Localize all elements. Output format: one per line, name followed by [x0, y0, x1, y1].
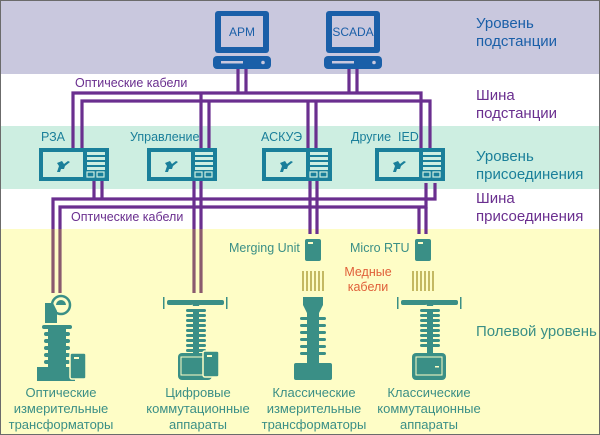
metering-ied-downlink [308, 181, 319, 234]
copper-label-line: кабели [347, 280, 389, 294]
ied-label-protection: РЗА [41, 130, 65, 144]
level-label-line: Шина [476, 87, 515, 104]
workstation-label: APM [228, 25, 255, 39]
caption-line: Классические [272, 385, 356, 400]
protection-ied-downlink [92, 181, 104, 199]
micro-rtu-label: Micro RTU [350, 241, 410, 255]
station-level-band [1, 1, 599, 74]
caption-line: аппараты [399, 417, 458, 432]
level-label-line: подстанции [476, 105, 558, 122]
level-label-line: присоединения [476, 208, 584, 225]
caption-line: аппараты [168, 417, 227, 432]
classic-transformer-icon [294, 297, 332, 380]
field-fibers [51, 229, 203, 293]
level-label-bay: Уровень присоединения [476, 148, 583, 184]
level-label-line: Шина [476, 190, 515, 207]
micro-rtu-icon [415, 239, 431, 261]
caption-classic-transformers: Классические измерительные трансформатор… [244, 385, 384, 433]
insulator-sheds [42, 325, 72, 371]
ied-icon [146, 147, 218, 182]
station-bus-cable-label: Оптические кабели [75, 76, 188, 90]
merging-unit-label: Merging Unit [229, 241, 300, 255]
other-ied-downlink [417, 207, 428, 234]
control-ied-uplink [199, 93, 211, 151]
monitor-icon [213, 11, 271, 69]
process-bus-cable-label: Оптические кабели [71, 210, 184, 224]
caption-line: коммутационные [146, 401, 250, 416]
merging-unit-icon [305, 239, 321, 261]
level-label-field: Полевой уровень [476, 323, 597, 340]
caption-line: Цифровые [165, 385, 231, 400]
scada-uplink [347, 66, 359, 93]
level-label-line: подстанции [476, 33, 558, 50]
station-bus-cables [71, 66, 432, 151]
ied-icon [38, 147, 110, 182]
optical-transformer-icon [37, 294, 87, 381]
level-label-line: Уровень [476, 15, 534, 32]
level-label-station: Уровень подстанции [476, 15, 557, 51]
control-ied-downlink [192, 181, 203, 229]
copper-label-line: Медные [344, 265, 392, 279]
digital-switchgear-icon [163, 297, 228, 380]
scada-label: SCADA [332, 25, 374, 39]
ied-icon [261, 147, 333, 182]
monitor-icon [324, 11, 382, 69]
classic-switchgear-icon [397, 297, 462, 380]
field-level-band [1, 229, 599, 434]
caption-line: трансформаторы [261, 417, 367, 432]
station-bus-inner-ring [80, 99, 432, 151]
caption-digital-switchgear: Цифровые коммутационные аппараты [128, 385, 268, 433]
copper-cables [302, 271, 434, 291]
caption-line: измерительные [13, 401, 109, 416]
ied-icon [374, 147, 446, 182]
level-label-station-bus: Шина подстанции [476, 87, 557, 123]
caption-line: трансформаторы [8, 417, 114, 432]
level-label-line: Уровень [476, 148, 534, 165]
ied-label-control: Управление [130, 130, 200, 144]
caption-line: измерительные [266, 401, 362, 416]
process-bus-inner-ring [58, 183, 428, 229]
level-label-process-bus: Шина присоединения [476, 190, 583, 226]
caption-line: Оптические [25, 385, 97, 400]
process-bus-cables [51, 181, 437, 234]
ied-label-other: Другие IED [351, 130, 419, 144]
caption-line: Классические [387, 385, 471, 400]
metering-ied-uplink [306, 101, 318, 151]
level-label-line: присоединения [476, 166, 584, 183]
caption-classic-switchgear: Классические коммутационные аппараты [359, 385, 499, 433]
process-bus-outer-ring [51, 183, 437, 229]
copper-cable-label: Медные кабели [343, 265, 393, 295]
caption-optical-transformers: Оптические измерительные трансформаторы [1, 385, 131, 433]
ied-label-metering: АСКУЭ [261, 130, 303, 144]
caption-line: коммутационные [377, 401, 481, 416]
workstation-uplink [236, 66, 248, 93]
